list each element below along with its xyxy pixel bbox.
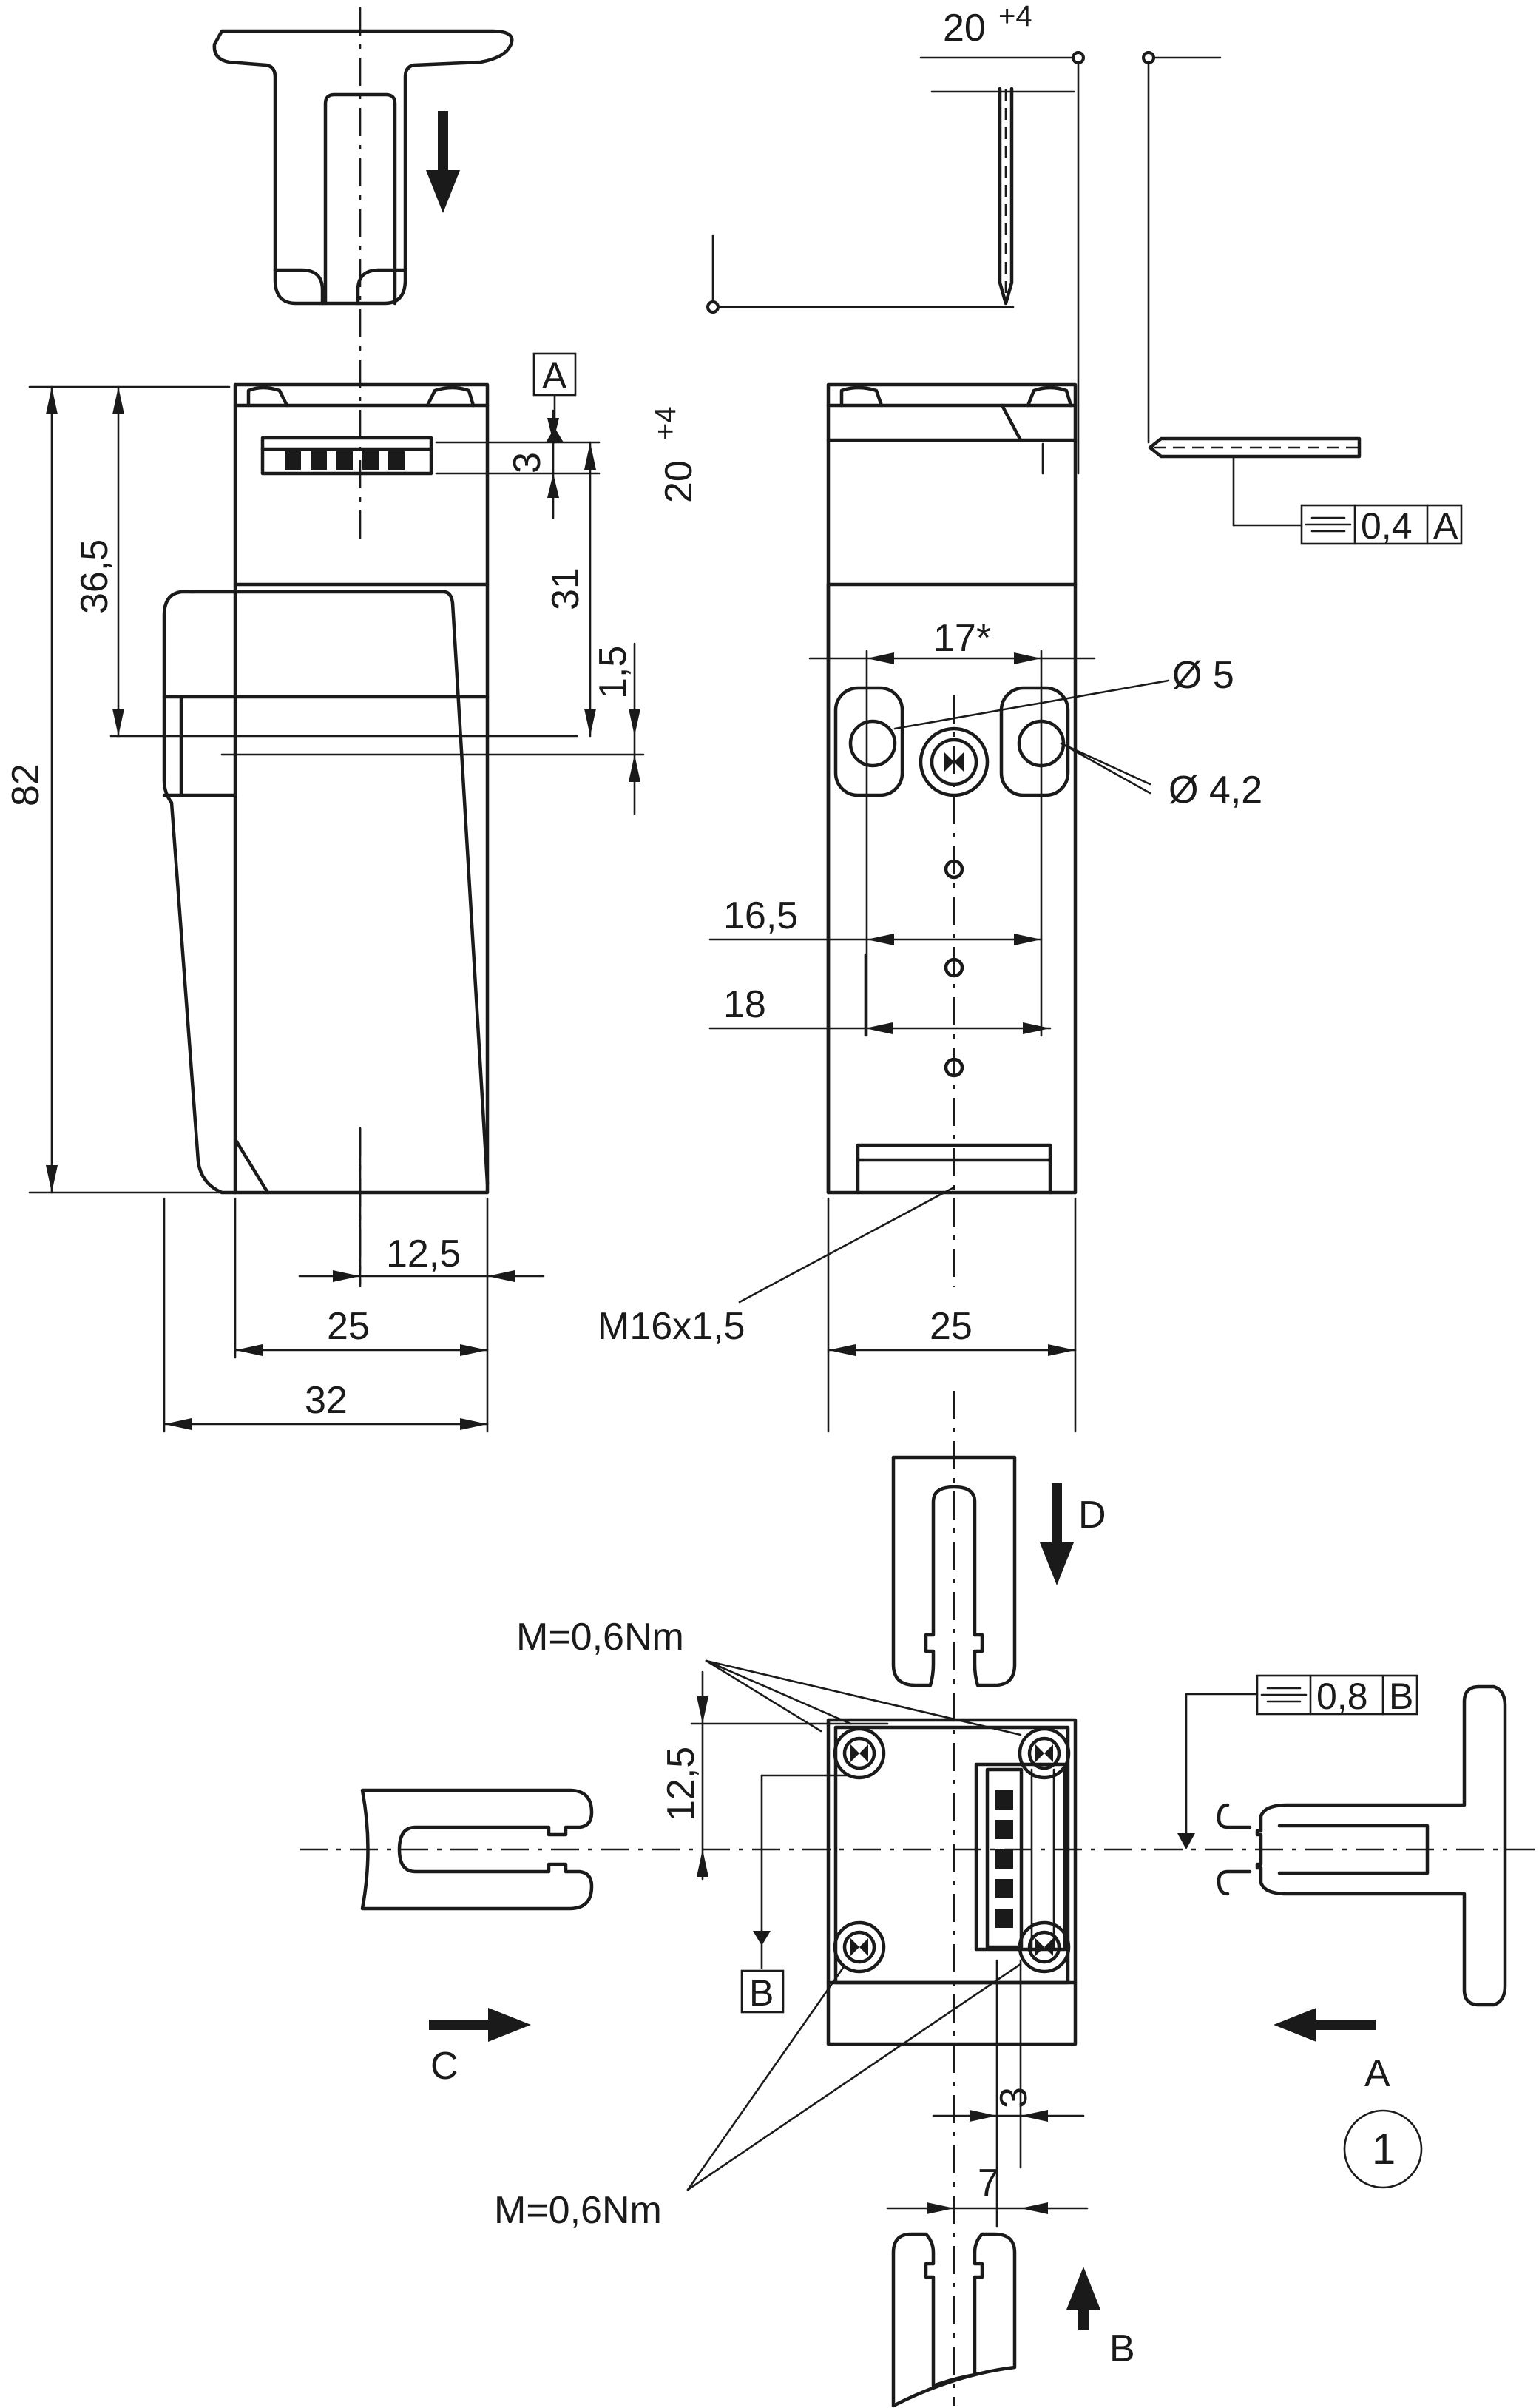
flatness-a-value: 0,4 [1361, 505, 1413, 547]
dim-25-front: 25 [327, 1305, 370, 1348]
plan-switch-body [826, 1718, 1078, 2046]
plan-bottom-actuator [891, 2232, 1100, 2408]
dim-82: 82 [4, 763, 47, 806]
dim-20-side-tolerance: +4 [649, 406, 682, 440]
dim-3-top: 3 [506, 452, 549, 473]
dim-1-5: 1,5 [592, 646, 635, 699]
dim-17: 17* [933, 617, 991, 660]
dim-diameter-4-2: Ø 4,2 [1168, 769, 1262, 812]
plan-dimensions [686, 1659, 1259, 2228]
dim-20-top-tolerance: +4 [998, 0, 1032, 33]
side-dimensions [708, 650, 1170, 1433]
flatness-frame-a [1300, 504, 1463, 545]
side-actuator-pin [706, 51, 1362, 527]
dim-18: 18 [723, 983, 766, 1026]
direction-a-label: A [1364, 2052, 1390, 2095]
plan-right-actuator [1217, 1684, 1507, 2042]
direction-b-label: B [1109, 2327, 1135, 2370]
direction-d-label: D [1078, 1494, 1106, 1537]
plan-top-actuator [891, 1455, 1074, 1687]
dim-diameter-5: Ø 5 [1172, 654, 1234, 697]
callout-number: 1 [1372, 2125, 1396, 2173]
dim-12-5-plan: 12,5 [660, 1747, 703, 1821]
dim-12-5-front: 12,5 [386, 1232, 461, 1275]
dim-36-5: 36,5 [73, 539, 116, 614]
front-actuator [212, 29, 514, 306]
dim-3-plan: 3 [992, 2087, 1035, 2108]
plan-left-actuator [360, 1788, 594, 2042]
direction-c-label: C [430, 2045, 459, 2088]
datum-b-feature [740, 1969, 785, 2014]
flatness-b-value: 0,8 [1316, 1676, 1368, 1717]
dim-32: 32 [305, 1379, 348, 1422]
thread-label: M16x1,5 [598, 1305, 745, 1348]
torque-label-lower: M=0,6Nm [494, 2189, 662, 2232]
datum-a-feature [532, 352, 577, 444]
front-dimensions [28, 385, 645, 1433]
flatness-frame-b [1256, 1674, 1418, 1716]
dim-20-side: 20 [657, 460, 700, 503]
dim-31: 31 [544, 567, 587, 610]
datum-a-label: A [542, 355, 567, 397]
flatness-a-datum: A [1433, 505, 1458, 547]
flatness-b-datum: B [1389, 1676, 1413, 1717]
front-switch-body [162, 382, 490, 1195]
callout-circle [1343, 2109, 1423, 2189]
dim-7-plan: 7 [978, 2162, 999, 2205]
dim-25-side: 25 [930, 1305, 973, 1348]
side-switch-body [826, 382, 1078, 1287]
dim-20-top: 20 [943, 7, 986, 50]
datum-b-label: B [749, 1972, 774, 2014]
torque-label-upper: M=0,6Nm [516, 1616, 684, 1659]
dim-16-5: 16,5 [723, 894, 798, 937]
